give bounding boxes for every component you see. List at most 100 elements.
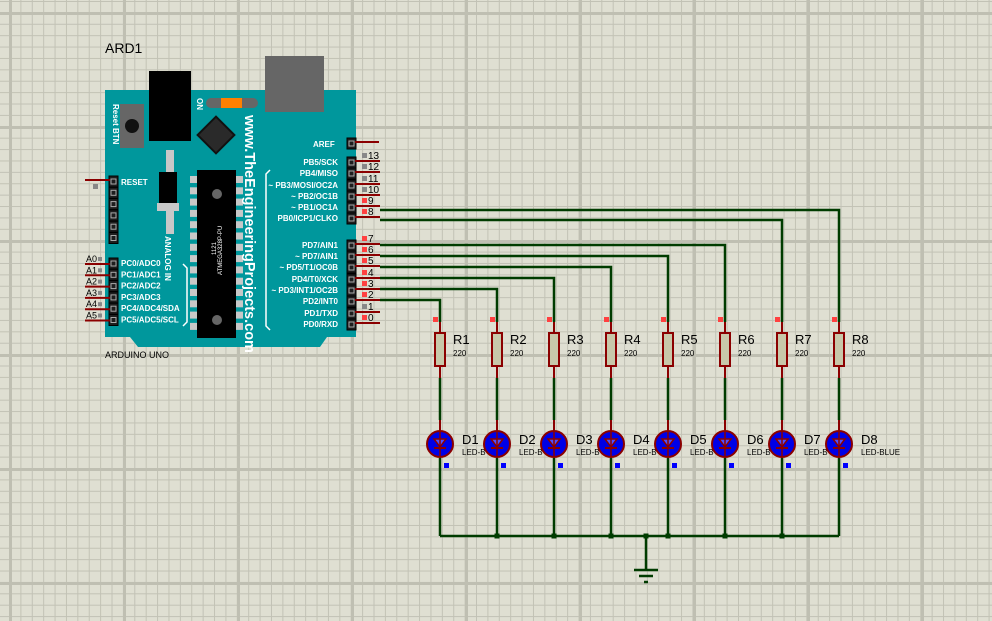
signal-wire[interactable] <box>380 218 784 322</box>
header-pin <box>346 284 357 297</box>
digital-pin-label: PB5/SCK <box>303 158 338 167</box>
header-pin <box>108 220 119 233</box>
reset-header <box>108 175 119 244</box>
chip-pin <box>236 221 243 229</box>
reset-pin-label: RESET <box>121 178 148 187</box>
signal-wire[interactable] <box>380 287 499 322</box>
header-pin-hole <box>348 287 355 294</box>
digital-bracket <box>265 169 271 331</box>
arduino-uno-component[interactable]: Reset BTN ON ANALOG IN ATMEGA328P-PU 112… <box>105 56 357 353</box>
pin-state-marker <box>362 304 367 309</box>
header-pin-hole <box>348 182 355 189</box>
resistor-state-marker <box>547 317 552 322</box>
signal-wire[interactable] <box>380 298 442 322</box>
header-pin <box>108 268 119 281</box>
resistor-ref: R5 <box>681 332 698 347</box>
header-pin-hole <box>348 159 355 166</box>
chip-pin <box>236 255 243 263</box>
resistor-body <box>719 332 731 367</box>
resistor-ref: R3 <box>567 332 584 347</box>
chip-pin <box>190 322 197 330</box>
led-type: LED-B <box>576 448 600 457</box>
signal-wire[interactable] <box>380 208 841 322</box>
header-pin-hole <box>110 223 117 230</box>
leds: D1LED-BD2LED-BD3LED-BD4LED-BD5LED-BD6LED… <box>426 420 900 468</box>
usb-chip <box>196 115 236 155</box>
chip-pin <box>190 300 197 308</box>
resistor-value: 220 <box>795 349 809 358</box>
chip-pin <box>236 232 243 240</box>
analog-pin-number: A3 <box>86 288 97 298</box>
analog-pin-number: A5 <box>86 311 97 321</box>
analog-pin-label: PC0/ADC0 <box>121 259 161 268</box>
pin-state-marker <box>362 176 367 181</box>
digital-pin-number: 12 <box>368 162 380 173</box>
on-led <box>221 98 242 108</box>
led-ref: D2 <box>519 432 536 447</box>
header-pin-hole <box>348 298 355 305</box>
pin-state-marker <box>362 209 367 214</box>
chip-pin <box>190 209 197 217</box>
resistor-body <box>491 332 503 367</box>
chip-pin <box>236 311 243 319</box>
pin-state-marker <box>362 281 367 286</box>
digital-pin-label: PD1/TXD <box>304 309 338 318</box>
analog-pin-number: A0 <box>86 254 97 264</box>
signal-wire[interactable] <box>380 254 670 322</box>
analog-header <box>108 257 119 326</box>
header-pin-hole <box>348 242 355 249</box>
digital-pin-number: 8 <box>368 207 374 218</box>
analog-state-marker <box>98 313 102 318</box>
resistor-ref: R1 <box>453 332 470 347</box>
led-ref: D1 <box>462 432 479 447</box>
ground-symbol[interactable] <box>634 536 658 584</box>
signal-wire[interactable] <box>380 276 556 322</box>
led-state-marker <box>558 463 563 468</box>
header-pin-hole <box>110 294 117 301</box>
header-pin <box>108 291 119 304</box>
signal-wire[interactable] <box>380 265 613 322</box>
pin-state-marker <box>362 270 367 275</box>
header-pin <box>346 156 357 169</box>
header-pin-hole <box>348 204 355 211</box>
on-label: ON <box>195 98 204 110</box>
header-pin <box>108 302 119 315</box>
crystal-lead-bottom <box>166 210 174 234</box>
resistor-state-marker <box>433 317 438 322</box>
digital-pin-label: ~ PB1/OC1A <box>291 203 338 212</box>
led-type: LED-B <box>633 448 657 457</box>
reset-state-marker <box>93 184 98 189</box>
led-type: LED-B <box>747 448 771 457</box>
digital-pin-label: PB0/ICP1/CLKO <box>278 214 338 223</box>
led-state-marker <box>729 463 734 468</box>
pin-state-marker <box>362 292 367 297</box>
digital-pin-label: ~ PB2/OC1B <box>291 192 338 201</box>
usb-connector-top <box>265 56 324 112</box>
led-type: LED-B <box>519 448 543 457</box>
header-pin-hole <box>348 170 355 177</box>
chip-pin <box>236 209 243 217</box>
led-type: LED-BLUE <box>861 448 900 457</box>
header-pin-hole <box>110 201 117 208</box>
digital-pin-label: PD7/AIN1 <box>302 241 339 250</box>
signal-wire[interactable] <box>380 243 727 322</box>
